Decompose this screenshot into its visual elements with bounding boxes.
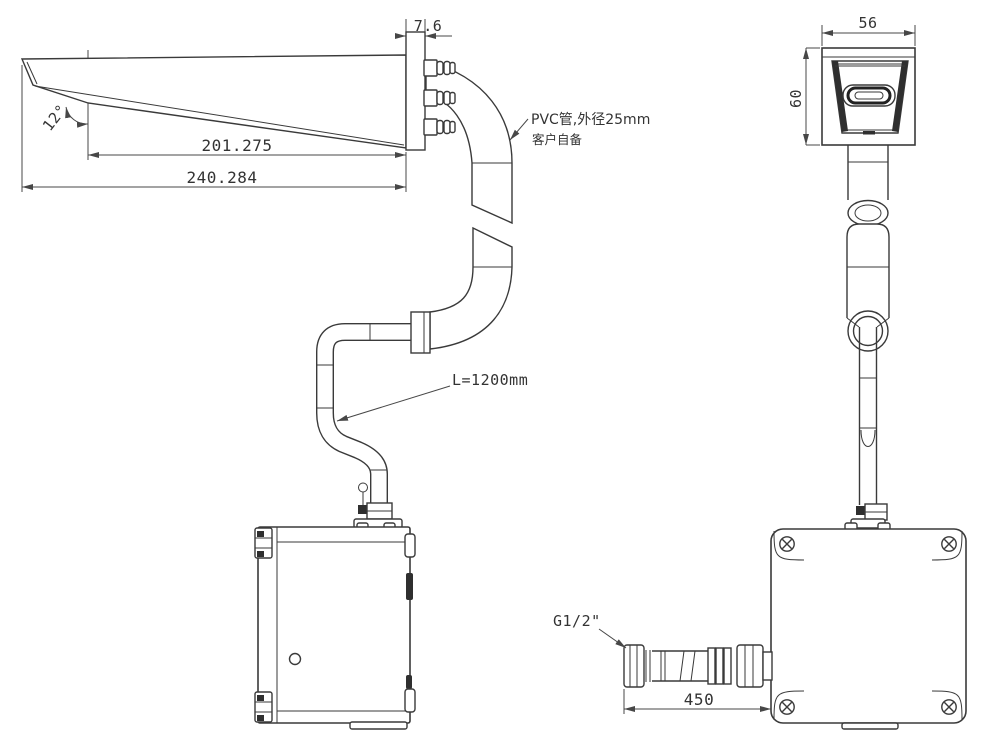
hose-front (858, 327, 878, 505)
side-tab-top (404, 533, 416, 558)
box-bottom-tab (841, 722, 899, 730)
dim-text-reach-overall: 240.284 (187, 168, 258, 187)
retaining-clip-ring (358, 482, 368, 493)
hose-inlet-fitting (353, 482, 403, 530)
box-foot (349, 721, 408, 730)
spout-front-face (821, 47, 916, 146)
mounting-bolt (423, 59, 456, 77)
dim-text-inlet-hose: 450 (684, 690, 714, 709)
pvc-note: PVC管,外径25mm 客户自备 (509, 112, 650, 147)
dim-face-width: 56 (821, 14, 916, 46)
front-view: 56 60 (553, 14, 967, 730)
door-hinge-bottom (254, 691, 273, 723)
dim-reach-overall: 240.284 (21, 65, 406, 192)
hose-body (652, 650, 708, 682)
door-hinge-top (254, 527, 273, 559)
dim-face-height: 60 (787, 47, 820, 146)
dim-text-reach-to-bend: 201.275 (202, 136, 273, 155)
control-box-front (770, 528, 967, 730)
side-tab-bottom (404, 688, 416, 713)
pipe-segment (846, 223, 890, 318)
dim-text-angle: 12° (39, 101, 71, 135)
side-view: 201.275 240.284 7.6 12° (20, 17, 650, 730)
hose-ring-joint (847, 310, 889, 352)
pipe-collar (847, 199, 889, 227)
inlet-hose-assembly (623, 644, 773, 688)
pvc-conduit-upper (425, 60, 513, 225)
supply-hose-side (316, 323, 413, 506)
drop-pipe (846, 145, 890, 505)
mounting-bolt (423, 89, 456, 107)
mounting-bolts (423, 59, 456, 136)
pvc-note-line1: PVC管,外径25mm (531, 112, 650, 128)
dim-inlet-hose: 450 (623, 689, 771, 714)
latch-bottom (406, 675, 412, 689)
latch-top (406, 573, 413, 600)
corner-screw-tr (931, 530, 963, 561)
compression-nut-right (736, 644, 764, 688)
conduit-hose-coupler (410, 311, 431, 354)
inlet-thread-text: G1/2" (553, 612, 601, 630)
spout-side-profile (20, 54, 407, 149)
dim-text-plate-thickness: 7.6 (414, 17, 443, 35)
pvc-note-line2: 客户自备 (532, 132, 583, 147)
dim-text-face-width: 56 (858, 14, 877, 32)
compression-nut-left (623, 644, 645, 688)
inlet-thread-note: G1/2" (553, 612, 627, 649)
dim-reach-to-bend: 201.275 (87, 108, 407, 192)
door-hole (288, 652, 302, 666)
hose-length-text: L=1200mm (452, 371, 528, 389)
control-box-side (254, 526, 416, 730)
hose-length-note: L=1200mm (336, 371, 528, 422)
wall-plate (405, 31, 426, 151)
sensor-aerator (842, 84, 896, 107)
face-bottom-notch (863, 131, 875, 135)
hose-inlet-fitting-front (844, 503, 891, 531)
corner-screw-br (931, 690, 963, 721)
pvc-conduit-lower (429, 226, 513, 350)
corner-screw-tl (773, 530, 805, 561)
corner-screw-bl (773, 690, 805, 721)
mounting-bolt (423, 118, 456, 136)
dim-text-face-height: 60 (787, 89, 805, 108)
